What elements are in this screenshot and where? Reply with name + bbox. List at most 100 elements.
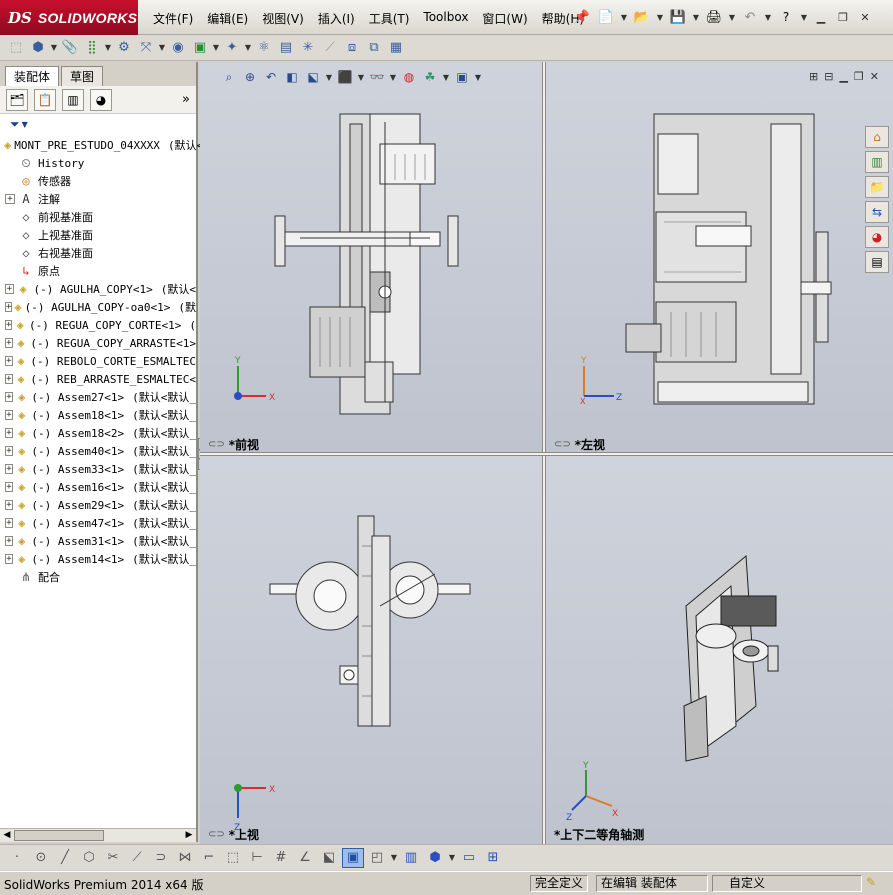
mate-icon[interactable]: 📎 xyxy=(61,40,79,55)
scroll-left-icon[interactable]: ◀ xyxy=(3,830,11,840)
link-icon[interactable]: ⊂⊃ xyxy=(208,829,225,840)
chevron-right-icon[interactable]: » xyxy=(182,92,190,107)
close-icon[interactable]: ✕ xyxy=(860,10,870,24)
view-orientation-icon[interactable]: ⬕ xyxy=(307,70,319,84)
link-icon[interactable]: ⊂⊃ xyxy=(208,439,225,450)
chevron-down-icon[interactable]: ▼ xyxy=(620,12,628,22)
expand-icon[interactable]: + xyxy=(5,320,13,330)
explode-line-sketch-icon[interactable]: ⟋ xyxy=(325,40,335,55)
chevron-down-icon[interactable]: ▼ xyxy=(692,12,700,22)
polygon-icon[interactable]: ⬡ xyxy=(83,850,95,865)
display-manager-icon[interactable]: ◕ xyxy=(90,88,112,111)
expand-icon[interactable]: + xyxy=(5,356,13,366)
feature-tree-icon[interactable]: 🗂 xyxy=(6,88,28,111)
point-icon[interactable]: · xyxy=(14,850,20,865)
assembly-visualization-icon[interactable]: ▦ xyxy=(389,40,403,55)
mirror-icon[interactable]: ⋈ xyxy=(178,850,192,865)
tile-views-icon[interactable]: ⊟ xyxy=(824,70,834,83)
configuration-manager-icon[interactable]: ▥ xyxy=(62,88,84,111)
rectangle-icon[interactable]: ⬚ xyxy=(226,850,240,865)
link-icon[interactable]: ⊂⊃ xyxy=(554,439,571,450)
chevron-down-icon[interactable]: ▼ xyxy=(390,853,398,862)
expand-icon[interactable]: + xyxy=(5,410,13,420)
tree-item[interactable]: +◈(-) Assem14<1>(默认<默认_ xyxy=(0,550,196,568)
print-icon[interactable]: 🖨 xyxy=(705,9,723,25)
chevron-down-icon[interactable]: ▼ xyxy=(325,72,333,82)
restore-icon[interactable]: ❐ xyxy=(853,70,864,83)
display-style-icon[interactable]: ⬛ xyxy=(337,70,353,84)
circle-icon[interactable]: ⊙ xyxy=(35,850,47,865)
save-icon[interactable]: 💾 xyxy=(669,9,687,25)
graphics-area[interactable]: Y X ⊂⊃*前视 ⌕ ⊕ ↶ ◧ ⬕▼ ⬛▼ 👓▼ ◍ ☘▼ ▣▼ xyxy=(200,62,893,844)
tab-sketch[interactable]: 草图 xyxy=(61,66,104,86)
viewport-front[interactable]: Y X ⊂⊃*前视 ⌕ ⊕ ↶ ◧ ⬕▼ ⬛▼ 👓▼ ◍ ☘▼ ▣▼ xyxy=(200,62,542,452)
linear-pattern-icon[interactable]: ⣿ xyxy=(87,40,97,55)
angle-icon[interactable]: ∠ xyxy=(299,850,311,865)
link-views-icon[interactable]: ⊞ xyxy=(809,70,819,83)
chevron-down-icon[interactable]: ▼ xyxy=(158,43,166,52)
tree-item[interactable]: +◈(-) Assem31<1>(默认<默认_ xyxy=(0,532,196,550)
units-status[interactable]: 自定义 xyxy=(712,875,862,892)
design-library-icon[interactable]: ▥ xyxy=(865,151,889,173)
horizontal-scrollbar[interactable]: ◀ ▶ xyxy=(0,828,196,842)
tree-item[interactable]: ◇右视基准面 xyxy=(0,244,196,262)
tree-item[interactable]: +◈(-) Assem16<1>(默认<默认_ xyxy=(0,478,196,496)
trim-icon[interactable]: ✂ xyxy=(107,850,119,865)
move-component-icon[interactable]: ⤧ xyxy=(140,40,152,55)
menu-tools[interactable]: 工具(T) xyxy=(368,12,410,26)
assembly-features-icon[interactable]: ▣ xyxy=(193,40,207,55)
minimize-icon[interactable]: ▁ xyxy=(839,70,848,83)
tree-item[interactable]: ◎传感器 xyxy=(0,172,196,190)
expand-icon[interactable]: + xyxy=(5,554,13,564)
menu-toolbox[interactable]: Toolbox xyxy=(423,10,469,24)
menu-window[interactable]: 窗口(W) xyxy=(482,12,528,26)
chevron-down-icon[interactable]: ▼ xyxy=(212,43,220,52)
tree-item[interactable]: ⋔配合 xyxy=(0,568,196,586)
chevron-down-icon[interactable]: ▼ xyxy=(21,119,28,129)
single-view-icon[interactable]: ▭ xyxy=(462,850,476,865)
smart-fasteners-icon[interactable]: ⚙ xyxy=(118,40,130,55)
new-motion-study-icon[interactable]: ⚛ xyxy=(258,40,270,55)
chevron-down-icon[interactable]: ▼ xyxy=(389,72,397,82)
expand-icon[interactable]: + xyxy=(5,302,13,312)
expand-icon[interactable]: + xyxy=(5,338,13,348)
interference-detection-icon[interactable]: ⧈ xyxy=(347,40,357,55)
previous-view-icon[interactable]: ↶ xyxy=(265,70,277,84)
close-icon[interactable]: ✕ xyxy=(869,70,879,83)
scrollbar-thumb[interactable] xyxy=(14,830,104,841)
help-icon[interactable]: ? xyxy=(776,7,796,27)
pin-icon[interactable]: 📌 xyxy=(573,9,591,25)
viewport-left[interactable]: Y Z X ⊂⊃*左视 ⊞ ⊟ ▁ ❐ ✕ xyxy=(546,62,893,452)
tree-item[interactable]: +◈(-) REGUA_COPY_ARRASTE<1> xyxy=(0,334,196,352)
property-manager-icon[interactable]: 📋 xyxy=(34,88,56,111)
reference-geometry-icon[interactable]: ✦ xyxy=(226,40,238,55)
tree-item[interactable]: +◈(-) Assem27<1>(默认<默认_ xyxy=(0,388,196,406)
chevron-down-icon[interactable]: ▼ xyxy=(244,43,252,52)
edit-appearance-icon[interactable]: ◍ xyxy=(403,70,415,84)
chevron-down-icon[interactable]: ▼ xyxy=(728,12,736,22)
view-palette-icon[interactable]: ⇆ xyxy=(865,201,889,223)
tree-item[interactable]: ↳原点 xyxy=(0,262,196,280)
home-icon[interactable]: ⌂ xyxy=(865,126,889,148)
tree-item[interactable]: +◈(-) AGULHA_COPY-oa0<1>(默 xyxy=(0,298,196,316)
expand-icon[interactable]: + xyxy=(5,194,15,204)
bill-of-materials-icon[interactable]: ▤ xyxy=(279,40,293,55)
tree-item[interactable]: +◈(-) Assem18<2>(默认<默认_ xyxy=(0,424,196,442)
expand-icon[interactable]: + xyxy=(5,482,13,492)
viewport-top[interactable]: X Z ⊂⊃*上视 xyxy=(200,456,542,844)
minimize-icon[interactable]: ▁ xyxy=(816,10,826,24)
filter-icon[interactable]: ⏷ xyxy=(10,116,20,131)
view-orientation-icon[interactable]: ◰ xyxy=(370,850,384,865)
chevron-down-icon[interactable]: ▼ xyxy=(448,853,456,862)
isometric-view-icon[interactable]: ⬢ xyxy=(429,850,441,865)
new-document-icon[interactable]: 📄 xyxy=(597,9,615,25)
rebuild-icon[interactable]: ✎ xyxy=(866,875,877,889)
line-icon[interactable]: ╱ xyxy=(61,850,69,865)
chevron-down-icon[interactable]: ▼ xyxy=(474,72,482,82)
tree-filter[interactable]: ⏷▼ xyxy=(0,114,196,134)
hide-show-items-icon[interactable]: 👓 xyxy=(369,70,385,84)
clearance-verification-icon[interactable]: ⧉ xyxy=(369,40,379,55)
tree-item[interactable]: +◈(-) Assem47<1>(默认<默认_ xyxy=(0,514,196,532)
viewport-splitter-horizontal[interactable] xyxy=(200,452,893,456)
